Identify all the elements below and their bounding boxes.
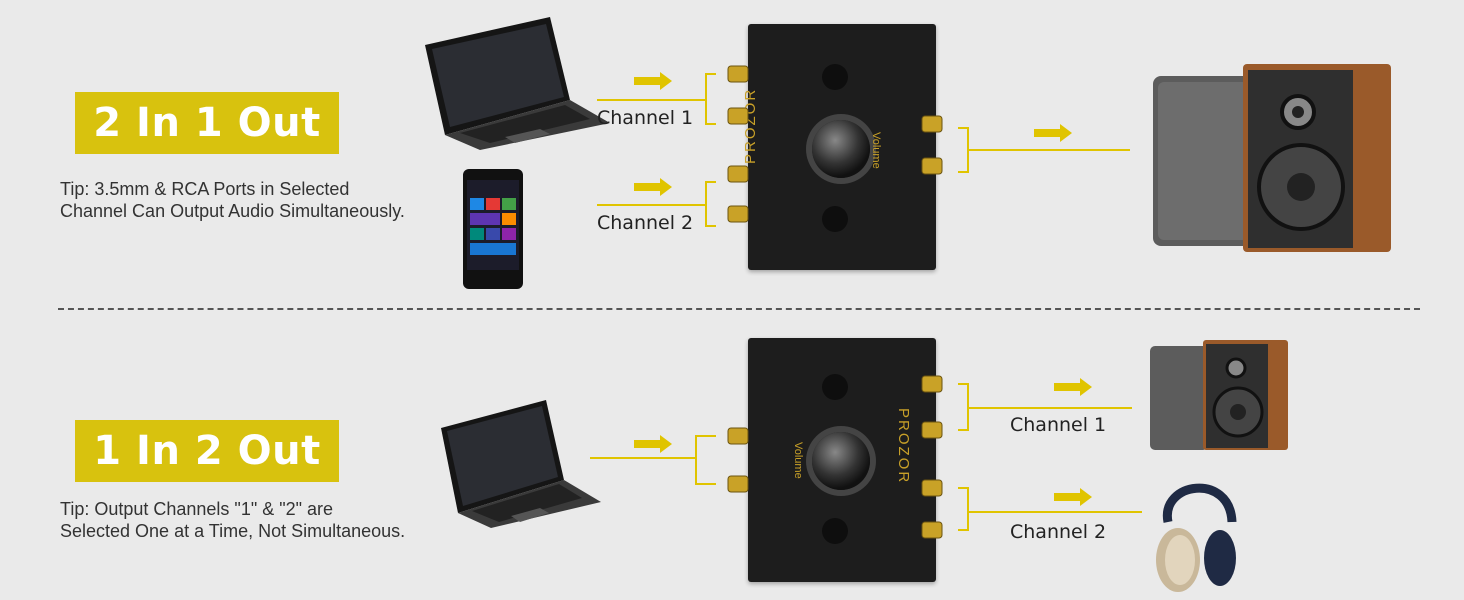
arrow-icon — [1034, 124, 1072, 142]
tip-text-bottom: Tip: Output Channels "1" & "2" are Selec… — [60, 498, 405, 542]
tip-line-2: Channel Can Output Audio Simultaneously. — [60, 201, 405, 221]
rca-jack — [727, 65, 943, 223]
section-divider — [58, 308, 1420, 310]
headphones-image — [1156, 483, 1237, 592]
channel-select-button — [822, 206, 848, 232]
tip-line-1: Tip: 3.5mm & RCA Ports in Selected — [60, 179, 350, 199]
tip-text-top: Tip: 3.5mm & RCA Ports in Selected Chann… — [60, 178, 405, 222]
rca-jack — [727, 375, 943, 539]
smartphone-image — [463, 169, 523, 289]
channel-1-label: Channel 1 — [1010, 414, 1107, 436]
arrow-icon — [634, 178, 672, 196]
tip-line-2: Selected One at a Time, Not Simultaneous… — [60, 521, 406, 541]
channel-2-label: Channel 2 — [597, 212, 694, 234]
mute-button — [822, 518, 848, 544]
arrow-icon — [1054, 488, 1092, 506]
arrow-icon — [634, 72, 672, 90]
speakers-image — [1150, 340, 1288, 450]
laptop-image — [441, 400, 601, 528]
mute-button — [822, 64, 848, 90]
arrow-icon — [1054, 378, 1092, 396]
volume-knob — [812, 120, 870, 178]
mode-badge-1in2out: 1 In 2 Out — [75, 420, 339, 482]
mode-badge-2in1out: 2 In 1 Out — [75, 92, 339, 154]
arrow-icon — [634, 435, 672, 453]
laptop-image — [425, 17, 610, 150]
channel-1-label: Channel 1 — [597, 107, 694, 129]
channel-2-label: Channel 2 — [1010, 521, 1107, 543]
switch-device-top: PROZOR Volume — [742, 24, 936, 270]
volume-knob — [812, 432, 870, 490]
switch-device-bottom: PROZOR Volume — [748, 338, 936, 582]
tip-line-1: Tip: Output Channels "1" & "2" are — [60, 499, 334, 519]
channel-select-button — [822, 374, 848, 400]
speakers-image — [1153, 64, 1391, 252]
